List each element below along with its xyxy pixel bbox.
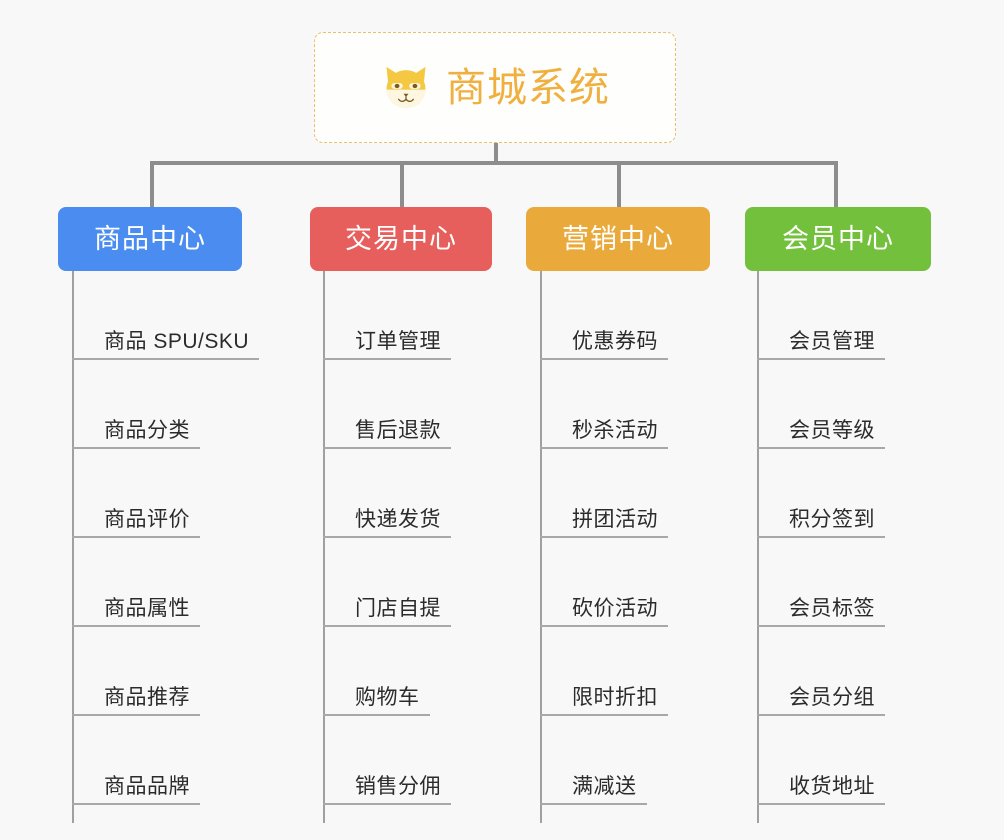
leaf-item[interactable]: 满减送	[540, 716, 770, 805]
leaf-label: 优惠券码	[572, 329, 658, 353]
leaf-label: 购物车	[355, 685, 420, 709]
leaf-label: 订单管理	[355, 329, 441, 353]
category-box-marketing[interactable]: 营销中心	[526, 207, 710, 271]
leaf-label: 会员管理	[789, 329, 875, 353]
leaf-label: 会员分组	[789, 685, 875, 709]
connector-drop-1	[150, 161, 154, 207]
leaf-item[interactable]: 收货地址	[757, 716, 987, 805]
leaf-underline	[757, 447, 885, 449]
leaf-underline	[540, 803, 647, 805]
leaf-item[interactable]: 秒杀活动	[540, 360, 770, 449]
leaf-label: 销售分佣	[355, 774, 441, 798]
leaf-item[interactable]: 会员标签	[757, 538, 987, 627]
leaf-rail	[72, 271, 74, 823]
leaf-underline	[72, 714, 200, 716]
leaf-label: 满减送	[572, 774, 637, 798]
leaf-underline	[72, 803, 200, 805]
leaf-item[interactable]: 拼团活动	[540, 449, 770, 538]
leaf-label: 商品 SPU/SKU	[104, 329, 250, 353]
leaf-underline	[323, 625, 451, 627]
leaf-underline	[323, 447, 451, 449]
leaf-item[interactable]: 商品评价	[72, 449, 302, 538]
leaf-item[interactable]: 商品推荐	[72, 627, 302, 716]
leaf-item[interactable]: 购物车	[323, 627, 553, 716]
category-label: 商品中心	[94, 223, 206, 254]
leaf-underline	[757, 358, 885, 360]
connector-drop-4	[834, 161, 838, 207]
leaf-underline	[757, 803, 885, 805]
leaf-label: 积分签到	[789, 507, 875, 531]
leaf-column-member: 会员管理 会员等级 积分签到 会员标签 会员分组 收货地址	[757, 271, 987, 823]
category-label: 营销中心	[562, 223, 674, 254]
leaf-rail	[757, 271, 759, 823]
leaf-item[interactable]: 会员分组	[757, 627, 987, 716]
category-box-trade[interactable]: 交易中心	[310, 207, 492, 271]
leaf-rail	[540, 271, 542, 823]
connector-drop-2	[400, 161, 404, 207]
leaf-rail	[323, 271, 325, 823]
leaf-label: 商品属性	[104, 596, 190, 620]
leaf-column-marketing: 优惠券码 秒杀活动 拼团活动 砍价活动 限时折扣 满减送	[540, 271, 770, 823]
leaf-underline	[72, 625, 200, 627]
leaf-underline	[540, 447, 668, 449]
leaf-underline	[323, 714, 430, 716]
leaf-underline	[540, 625, 668, 627]
leaf-item[interactable]: 限时折扣	[540, 627, 770, 716]
leaf-label: 拼团活动	[572, 507, 658, 531]
connector-drop-3	[617, 161, 621, 207]
root-title: 商城系统	[446, 65, 610, 110]
leaf-item[interactable]: 优惠券码	[540, 271, 770, 360]
leaf-item[interactable]: 商品属性	[72, 538, 302, 627]
leaf-underline	[540, 536, 668, 538]
leaf-underline	[757, 714, 885, 716]
leaf-label: 砍价活动	[572, 596, 658, 620]
leaf-underline	[72, 358, 259, 360]
leaf-label: 快递发货	[355, 507, 441, 531]
leaf-label: 售后退款	[355, 418, 441, 442]
leaf-item[interactable]: 订单管理	[323, 271, 553, 360]
leaf-label: 门店自提	[355, 596, 441, 620]
leaf-underline	[72, 447, 200, 449]
category-box-member[interactable]: 会员中心	[745, 207, 931, 271]
leaf-label: 会员等级	[789, 418, 875, 442]
leaf-item[interactable]: 积分签到	[757, 449, 987, 538]
leaf-label: 商品品牌	[104, 774, 190, 798]
leaf-underline	[540, 358, 668, 360]
leaf-underline	[323, 536, 451, 538]
category-label: 交易中心	[345, 223, 457, 254]
leaf-label: 商品分类	[104, 418, 190, 442]
leaf-label: 秒杀活动	[572, 418, 658, 442]
leaf-item[interactable]: 会员等级	[757, 360, 987, 449]
leaf-underline	[757, 536, 885, 538]
leaf-label: 商品评价	[104, 507, 190, 531]
leaf-item[interactable]: 销售分佣	[323, 716, 553, 805]
leaf-item[interactable]: 商品 SPU/SKU	[72, 271, 302, 360]
leaf-underline	[540, 714, 668, 716]
connector-stem	[494, 143, 498, 163]
leaf-item[interactable]: 商品分类	[72, 360, 302, 449]
category-label: 会员中心	[782, 223, 894, 254]
connector-bus	[150, 161, 838, 165]
leaf-item[interactable]: 会员管理	[757, 271, 987, 360]
leaf-underline	[323, 358, 451, 360]
leaf-item[interactable]: 商品品牌	[72, 716, 302, 805]
leaf-item[interactable]: 快递发货	[323, 449, 553, 538]
leaf-item[interactable]: 门店自提	[323, 538, 553, 627]
leaf-column-product: 商品 SPU/SKU 商品分类 商品评价 商品属性 商品推荐 商品品牌	[72, 271, 302, 823]
leaf-label: 会员标签	[789, 596, 875, 620]
leaf-label: 限时折扣	[572, 685, 658, 709]
leaf-label: 收货地址	[789, 774, 875, 798]
leaf-column-trade: 订单管理 售后退款 快递发货 门店自提 购物车 销售分佣	[323, 271, 553, 823]
leaf-item[interactable]: 砍价活动	[540, 538, 770, 627]
leaf-underline	[323, 803, 451, 805]
root-node[interactable]: 商城系统	[314, 32, 676, 143]
shiba-dog-icon	[386, 66, 426, 108]
category-box-product[interactable]: 商品中心	[58, 207, 242, 271]
leaf-underline	[757, 625, 885, 627]
leaf-label: 商品推荐	[104, 685, 190, 709]
leaf-underline	[72, 536, 200, 538]
leaf-item[interactable]: 售后退款	[323, 360, 553, 449]
